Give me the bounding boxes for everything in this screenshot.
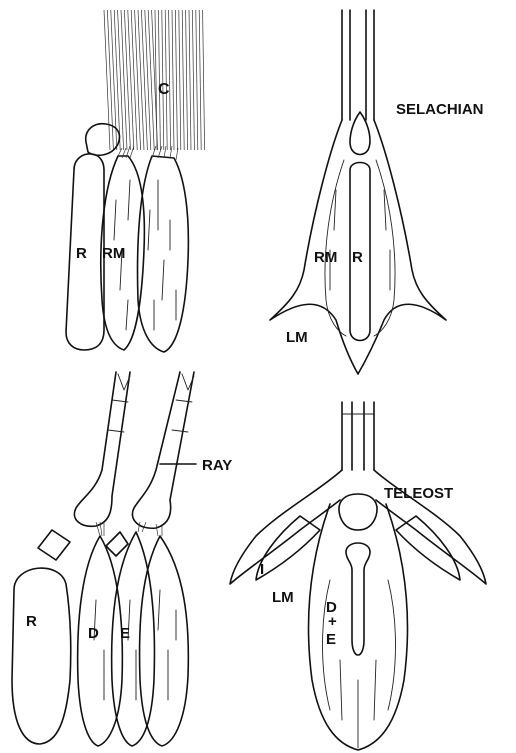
ray-right (366, 10, 374, 120)
teleost-muscle-striation (94, 590, 176, 700)
pterygiophore-stem (346, 543, 370, 655)
fibre-line (148, 10, 154, 150)
fibre-line (158, 10, 160, 150)
fibre-line (175, 10, 177, 150)
label-r: R (76, 245, 87, 262)
bony-plate-left (38, 530, 70, 560)
fin-arm-left (230, 470, 342, 584)
fibre-line (138, 10, 144, 150)
fibre-line (203, 10, 205, 150)
fibre-line (162, 10, 164, 150)
cartilage-nub (86, 124, 120, 156)
fin-ray-left (74, 372, 130, 526)
selachian-detail-panel: C R RM (66, 10, 205, 352)
label-r: R (352, 249, 363, 266)
radial-muscle-right (138, 156, 189, 352)
inclinator-muscle-left (256, 516, 320, 580)
label-d: D (88, 625, 99, 642)
fibre-line (104, 10, 110, 150)
selachian-fin-panel: SELACHIAN RM R LM (270, 10, 484, 374)
fibre-line (121, 10, 127, 150)
label-ray: RAY (202, 457, 232, 474)
teleost-detail-panel: RAY R D E (12, 372, 232, 746)
fibre-line (131, 10, 137, 150)
fibre-line (179, 10, 181, 150)
fibre-line (155, 10, 157, 150)
label-r: R (26, 613, 37, 630)
teleost-ray-right (364, 402, 374, 470)
fibre-line (199, 10, 201, 150)
fibre-line (165, 10, 167, 150)
label-e: E (326, 631, 336, 648)
label-selachian: SELACHIAN (396, 101, 484, 118)
bony-plate-right (106, 532, 128, 556)
label-teleost: TELEOST (384, 485, 453, 502)
inclinator-muscle-right (396, 516, 460, 580)
teleost-ray-left (342, 402, 352, 470)
fibre-line (172, 10, 174, 150)
label-rm: RM (102, 245, 125, 262)
fibre-line (135, 10, 141, 150)
fibre-line (182, 10, 184, 150)
fibre-line (128, 10, 134, 150)
radial-muscle-lines (325, 160, 395, 336)
fibre-line (192, 10, 194, 150)
label-lm: LM (272, 589, 294, 606)
fibre-line (189, 10, 191, 150)
label-lm: LM (286, 329, 308, 346)
fibre-line (124, 10, 130, 150)
fibre-line (107, 10, 113, 150)
label-plus: + (328, 613, 337, 630)
fibre-line (169, 10, 171, 150)
label-c: C (158, 81, 170, 98)
fibre-line (141, 10, 147, 150)
ray-left (342, 10, 350, 120)
teleost-fin-panel: TELEOST I LM D + E (230, 402, 486, 750)
ray-segments-right (172, 374, 194, 432)
fibre-line (145, 10, 151, 150)
fin-ray-right (132, 372, 194, 528)
fibre-line (196, 10, 198, 150)
pterygiophore (339, 494, 377, 530)
label-e: E (120, 625, 130, 642)
teleost-radial (12, 568, 71, 744)
fibre-line (186, 10, 188, 150)
ceratotrichia-fibres (104, 10, 205, 150)
label-rm: RM (314, 249, 337, 266)
basal-cartilage (350, 112, 370, 155)
fibre-line (118, 10, 124, 150)
label-i: I (260, 561, 264, 578)
